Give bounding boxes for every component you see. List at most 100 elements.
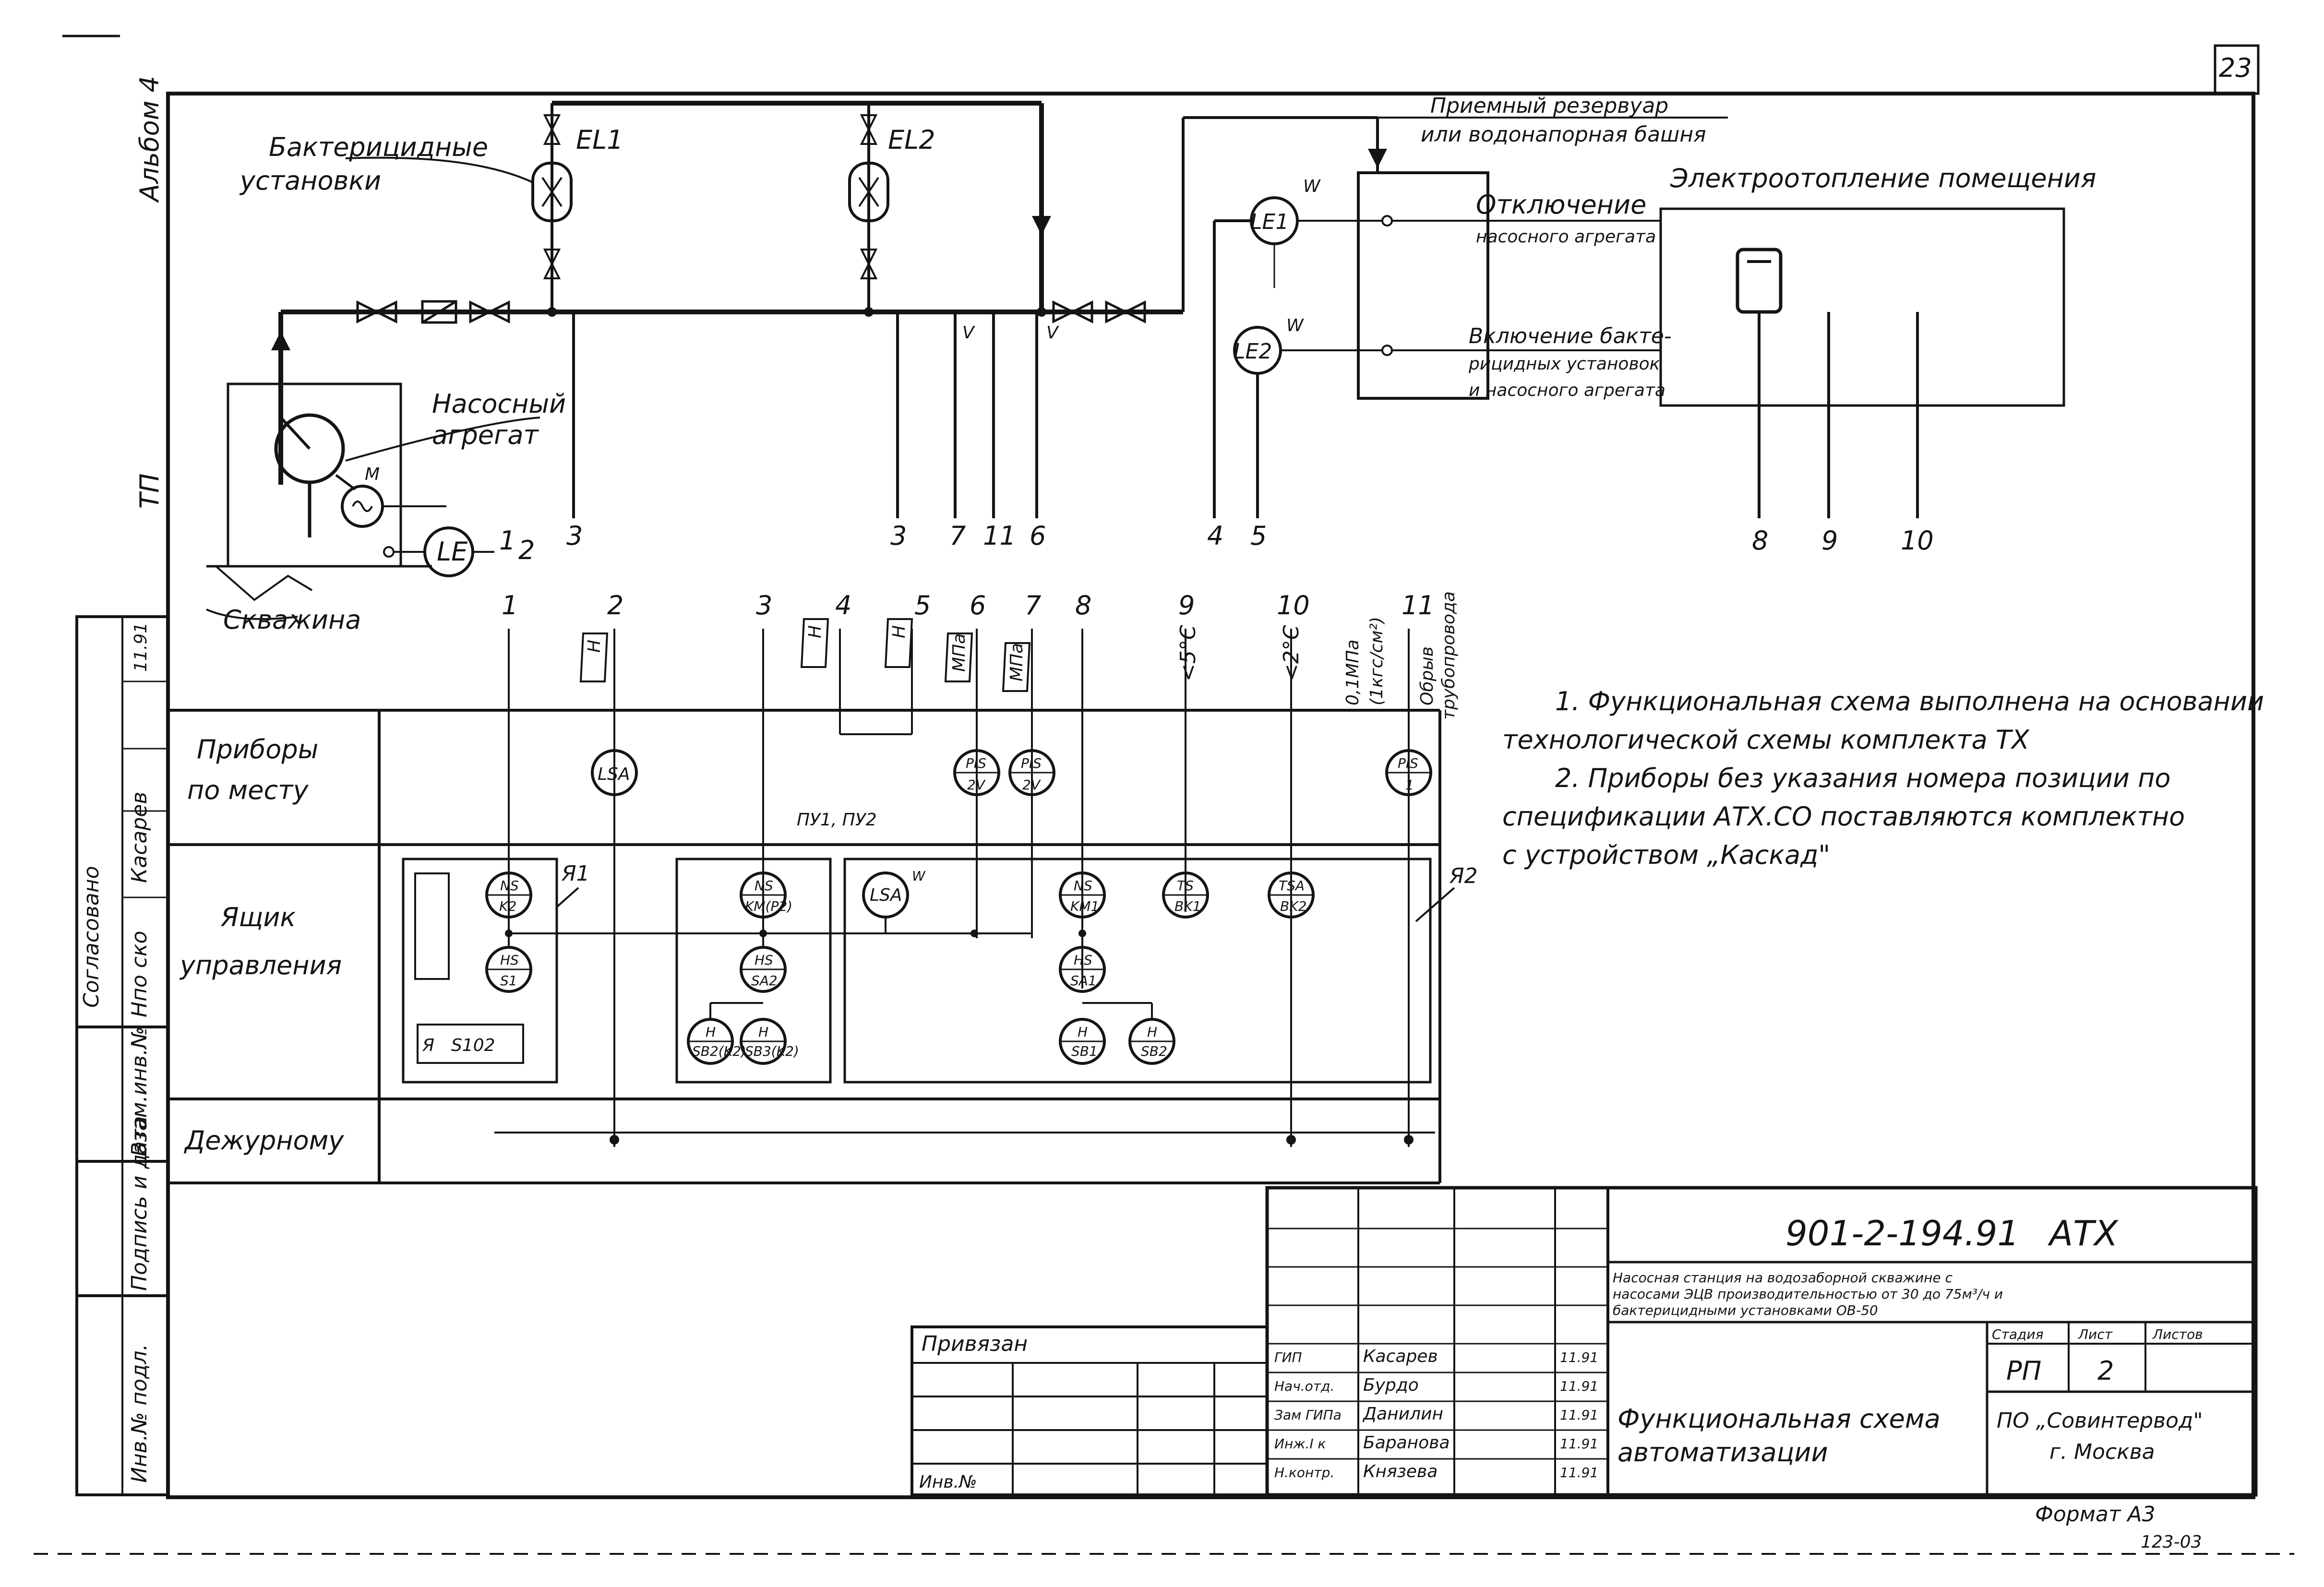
- sheets-header: Листов: [2152, 1326, 2203, 1342]
- page-number: 23: [2219, 53, 2252, 83]
- format-label: Формат А3: [2035, 1502, 2156, 1527]
- h-sb1-top: H: [1078, 1024, 1088, 1040]
- hs-s1-top: HS: [500, 952, 519, 968]
- note-line-5: с устройством „Каскад": [1502, 840, 1830, 870]
- doc-code: 901-2-194.91: [1785, 1213, 2019, 1253]
- h-sb1-bottom: SB1: [1071, 1043, 1098, 1059]
- h-sb2k2-top: H: [706, 1024, 716, 1040]
- upper-line-5: 5: [1250, 521, 1267, 551]
- inv-no-label: Инв.№: [919, 1472, 977, 1492]
- date-3: 11.91: [1560, 1407, 1598, 1423]
- setpoint-h-3: H: [889, 625, 909, 638]
- well-label: Скважина: [223, 605, 361, 635]
- setpoint-break-2: трубопровода: [1439, 591, 1459, 720]
- doc-mark: АТХ: [2048, 1213, 2119, 1253]
- date-5: 11.91: [1560, 1465, 1598, 1480]
- pis-2-bottom: 2V: [1022, 777, 1041, 793]
- upper-line-11: 11: [983, 521, 1016, 551]
- setpoint-break-1: Обрыв: [1417, 646, 1437, 705]
- row-duty: Дежурному: [184, 1125, 344, 1156]
- role-3: Зам ГИПа: [1274, 1407, 1342, 1423]
- setpoint-lt5: <5°C: [1176, 625, 1200, 681]
- tsa-bk2-top: TSA: [1279, 878, 1305, 894]
- h-sb2-top: H: [1147, 1024, 1157, 1040]
- role-1: ГИП: [1274, 1349, 1302, 1365]
- s102-label: S102: [451, 1036, 495, 1055]
- row-local-1: Приборы: [197, 734, 318, 764]
- stage-header: Стадия: [1992, 1326, 2043, 1342]
- note-line-3: 2. Приборы без указания номера позиции п…: [1555, 763, 2170, 793]
- project-title-3: бактерицидными установками ОВ-50: [1613, 1302, 1878, 1318]
- role-2: Нач.отд.: [1274, 1378, 1334, 1394]
- pis-1-bottom: 2V: [967, 777, 986, 793]
- tsa-bk2-bottom: BK2: [1280, 898, 1306, 914]
- pis-1-top: PIS: [966, 755, 986, 771]
- note-line-1: 1. Функциональная схема выполнена на осн…: [1555, 686, 2264, 716]
- ns-km1-bottom: KM1: [1070, 898, 1099, 914]
- pis-3-top: PIS: [1398, 755, 1418, 771]
- le2-label: LE2: [1234, 339, 1272, 364]
- lower-line-10: 10: [1277, 590, 1310, 620]
- lower-line-6: 6: [970, 590, 986, 620]
- upper-line-3a: 3: [566, 521, 583, 551]
- ya-label: Я: [422, 1036, 434, 1055]
- ts-bk1-bottom: BK1: [1174, 898, 1201, 914]
- lower-line-4: 4: [835, 590, 851, 620]
- name-5: Князева: [1363, 1462, 1438, 1481]
- hs-sa1-bottom: SA1: [1070, 973, 1097, 989]
- stamp-nachsko: Нпо ско: [127, 931, 152, 1017]
- tank: [1213, 117, 1728, 518]
- row-local-2: по месту: [187, 775, 309, 805]
- setpoint-h-2: H: [805, 625, 825, 638]
- lower-line-2: 2: [607, 590, 623, 620]
- stamp-inv-vzam: Взам.инв.№: [127, 1026, 152, 1157]
- lower-line-11: 11: [1402, 590, 1435, 620]
- hs-sa2-bottom: SA2: [751, 973, 778, 989]
- le1-label: LE1: [1250, 210, 1289, 234]
- setpoint-h-1: H: [585, 640, 604, 653]
- tank-label-1: Приемный резервуар: [1430, 94, 1668, 118]
- room-heating: [1659, 207, 2065, 518]
- ts-bk1-top: TS: [1177, 878, 1194, 894]
- hs-sa1-top: HS: [1074, 952, 1092, 968]
- role-5: Н.контр.: [1274, 1465, 1334, 1480]
- tp-label: ТП: [134, 473, 165, 509]
- ns-km1-top: NS: [1074, 878, 1092, 894]
- upper-line-10: 10: [1901, 525, 1934, 556]
- org-1: ПО „Совинтервод": [1997, 1408, 2203, 1433]
- sheet-header: Лист: [2078, 1326, 2113, 1342]
- stage-value: РП: [2006, 1356, 2041, 1386]
- upper-line-2: 2: [518, 535, 535, 565]
- project-title-2: насосами ЭЦВ производительностью от 30 д…: [1613, 1286, 2003, 1302]
- el1-label: EL1: [576, 125, 623, 155]
- upper-line-4: 4: [1207, 521, 1223, 551]
- instrument-table: [168, 618, 1455, 1184]
- row-box-1: Ящик: [220, 902, 296, 932]
- stamp-inv-orig: Инв.№ подл.: [127, 1344, 152, 1483]
- date-2: 11.91: [1560, 1378, 1598, 1394]
- upper-line-7: 7: [949, 521, 966, 551]
- ya1-label: Я1: [561, 861, 590, 886]
- el2-label: EL2: [888, 125, 935, 155]
- lsa-box: LSA: [870, 885, 902, 905]
- ns-k2-bottom: K2: [499, 898, 516, 914]
- tank-on-label-1: Включение бакте-: [1469, 324, 1672, 348]
- note-line-2: технологической схемы комплекта ТХ: [1502, 725, 2030, 755]
- h-sb3k2-bottom: SB3(K2): [745, 1043, 799, 1059]
- heating-label: Электроотопление помещения: [1670, 163, 2096, 193]
- process-pipeline: [271, 101, 1387, 485]
- h-sb3k2-top: H: [758, 1024, 768, 1040]
- upper-line-1: 1: [499, 525, 515, 556]
- ns-km-bottom: KM(P2): [745, 898, 792, 914]
- lower-line-1: 1: [502, 590, 518, 620]
- row-box-2: управления: [179, 950, 342, 980]
- name-4: Баранова: [1363, 1433, 1450, 1453]
- lower-line-7: 7: [1025, 590, 1041, 620]
- le1-w-mark: W: [1303, 177, 1321, 196]
- motor-symbol: M: [365, 465, 380, 484]
- bactericidal-label-1: Бактерицидные: [269, 132, 488, 162]
- setpoint-mpa-2: МПа: [1007, 643, 1027, 681]
- name-1: Касарев: [1363, 1347, 1438, 1366]
- lsa-box-w-mark: W: [912, 868, 926, 884]
- h-sb2-bottom: SB2: [1141, 1043, 1167, 1059]
